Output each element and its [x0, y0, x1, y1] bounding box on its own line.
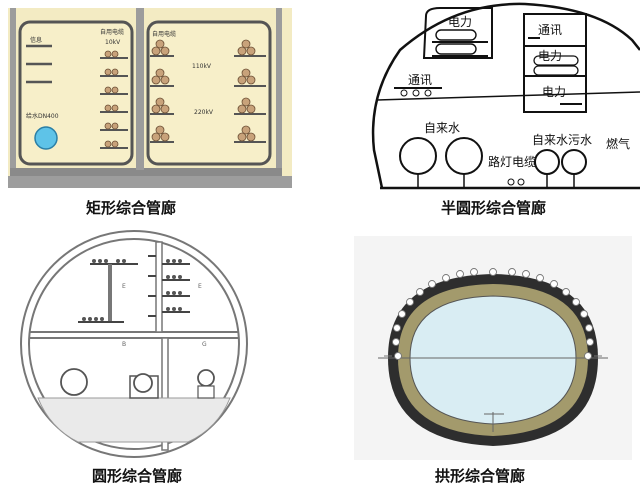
circle-pipe-mid [133, 373, 153, 393]
semicircle-caption: 半圆形综合管廊 [441, 199, 547, 217]
semi-sewage-pipe [561, 149, 587, 175]
circle-pipe-large [60, 368, 88, 396]
arch-inner-space [409, 295, 577, 425]
arch-caption: 拱形综合管廊 [435, 467, 526, 485]
rect-left-mid-shelves [100, 57, 128, 149]
semi-tap-water-pipe-1 [399, 137, 437, 175]
rect-caption: 矩形综合管廊 [86, 199, 177, 217]
rect-label-info: 信息 [30, 36, 42, 44]
semi-label-power-bottom: 电力 [542, 85, 566, 99]
semicircle-diagram: 电力 通讯 电力 电力 通讯 自来水 自来水 污水 燃气 路灯电缆 [371, 2, 640, 190]
rect-right-cables [151, 39, 256, 142]
circle-label-b: B [122, 341, 126, 348]
semi-right-compartment [523, 13, 587, 113]
circle-inner-ring [28, 238, 240, 450]
arch-diagram [354, 236, 632, 460]
circle-label-e2: E [198, 283, 202, 290]
rect-label-220kv: 220kV [194, 109, 214, 116]
rect-right-shelves [150, 55, 266, 143]
circle-label-e1: E [122, 283, 126, 290]
semi-label-street-light: 路灯电缆 [488, 154, 536, 169]
semi-tap-water-pipe-2 [445, 137, 483, 175]
semi-label-tap-water-right: 自来水 [532, 133, 568, 147]
circle-floor [37, 397, 231, 443]
rect-floor [10, 168, 282, 176]
circle-diagram: E E B G [20, 230, 248, 458]
rect-ground [8, 176, 292, 188]
semi-label-comm-left: 通讯 [408, 73, 432, 87]
semi-tap-water-pipe-3 [534, 149, 560, 175]
semi-label-gas: 燃气 [606, 136, 630, 151]
rect-label-own-cable-right: 自用电缆 [152, 30, 176, 38]
rect-label-110kv: 110kV [192, 63, 212, 70]
circle-label-g: G [202, 341, 207, 348]
rect-center-wall [136, 8, 144, 170]
arch-anchor-bolts [392, 268, 594, 360]
rect-left-shelves [26, 44, 52, 84]
rect-left-cables [104, 50, 119, 148]
rect-diagram: 信息 自用电缆 10kV 自用电缆 110kV 220kV 给水DN400 [8, 8, 292, 188]
circle-caption: 圆形综合管廊 [92, 467, 183, 485]
rect-label-10kv: 10kV [105, 39, 121, 46]
semi-label-power-mid: 电力 [538, 49, 562, 63]
semi-pipes [399, 137, 587, 175]
water-pipe-icon [34, 126, 58, 150]
semi-divider-line [375, 91, 640, 101]
semi-power-compartment [422, 7, 493, 59]
semi-label-tap-water-left: 自来水 [424, 121, 460, 135]
circle-pipe-small [197, 369, 215, 387]
rect-right-chamber [146, 20, 272, 166]
semi-label-power-top: 电力 [448, 15, 472, 29]
semi-label-comm-right: 通讯 [538, 23, 562, 37]
rect-label-own-cable-left: 自用电缆 [100, 28, 124, 36]
semi-label-sewage: 污水 [568, 133, 592, 147]
rect-label-water: 给水DN400 [26, 112, 59, 120]
rect-left-wall [10, 8, 16, 170]
rect-right-wall [276, 8, 282, 170]
